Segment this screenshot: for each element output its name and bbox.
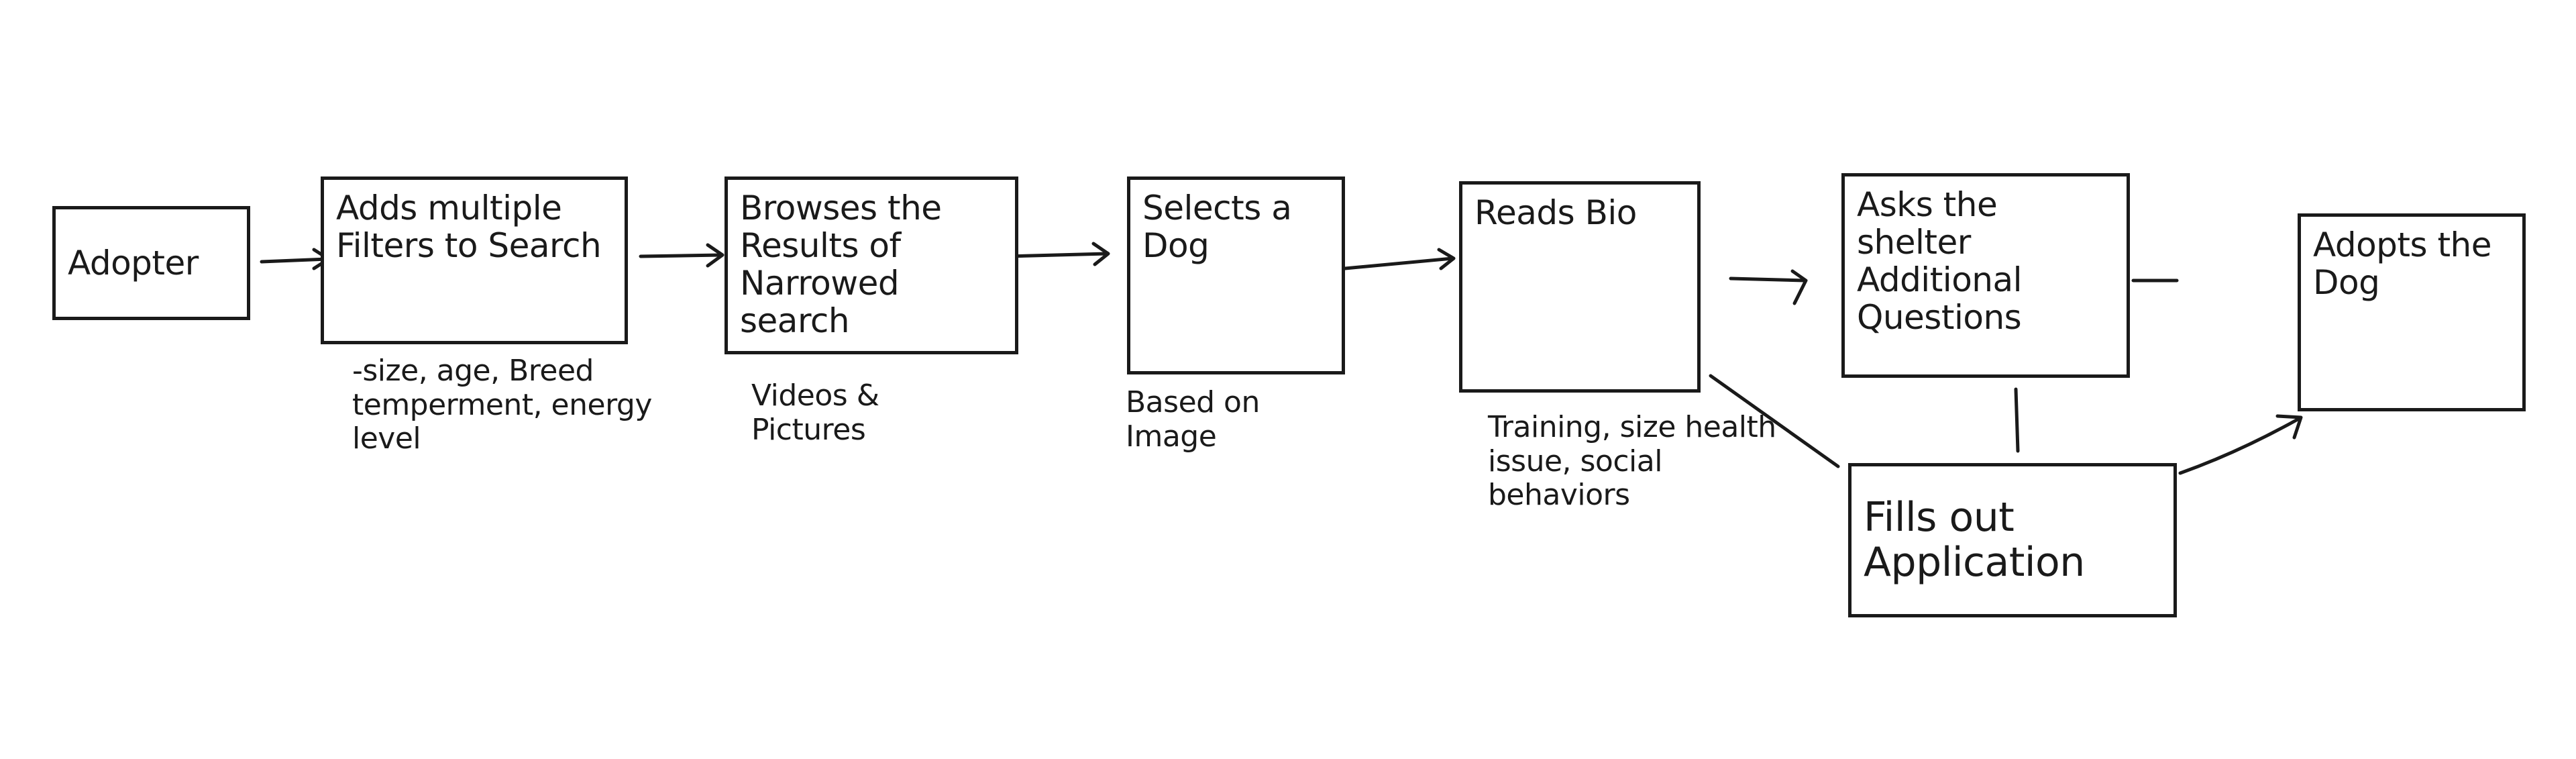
connector-adopter-filters xyxy=(260,257,329,264)
node-bio-label: Reads Bio xyxy=(1474,193,1637,232)
node-select: Selects a Dog xyxy=(1127,176,1345,374)
node-adopt-label: Adopts the Dog xyxy=(2313,225,2492,302)
node-adopter-label: Adopter xyxy=(68,244,199,283)
node-browse-label: Browses the Results of Narrowed search xyxy=(740,189,942,340)
connector-apply-adopt xyxy=(2178,417,2300,475)
arrowhead-browse-select xyxy=(1091,242,1110,266)
arrowhead-select-bio xyxy=(1437,248,1456,270)
node-bio: Reads Bio xyxy=(1459,181,1701,393)
note-browse: Videos & Pictures xyxy=(751,378,879,447)
connector-ask-apply xyxy=(2014,387,2020,453)
connector-filters-browse xyxy=(639,253,723,258)
note-bio: Training, size health issue, social beha… xyxy=(1488,410,1776,513)
node-select-label: Selects a Dog xyxy=(1142,189,1292,265)
node-apply: Fills out Application xyxy=(1848,463,2177,617)
node-filters: Adds multiple Filters to Search xyxy=(321,176,628,344)
connector-browse-select xyxy=(1004,252,1109,258)
note-select: Based on Image xyxy=(1126,385,1260,454)
node-adopter: Adopter xyxy=(52,206,250,320)
node-apply-label: Fills out Application xyxy=(1864,493,2085,586)
connector-bio-apply xyxy=(1709,374,1840,468)
arrowhead-apply-adopt xyxy=(2275,414,2303,440)
node-ask: Asks the shelter Additional Questions xyxy=(1841,173,2130,378)
node-browse: Browses the Results of Narrowed search xyxy=(724,176,1018,354)
arrowhead-filters-browse xyxy=(706,243,724,268)
arrowhead-bio-ask xyxy=(1790,269,1808,305)
connector-select-bio xyxy=(1343,256,1454,270)
node-adopt: Adopts the Dog xyxy=(2298,213,2526,411)
node-ask-label: Asks the shelter Additional Questions xyxy=(1857,185,2023,337)
node-filters-label: Adds multiple Filters to Search xyxy=(336,189,602,265)
note-filters: -size, age, Breed temperment, energy lev… xyxy=(352,354,652,456)
connector-bio-ask xyxy=(1729,276,1807,283)
